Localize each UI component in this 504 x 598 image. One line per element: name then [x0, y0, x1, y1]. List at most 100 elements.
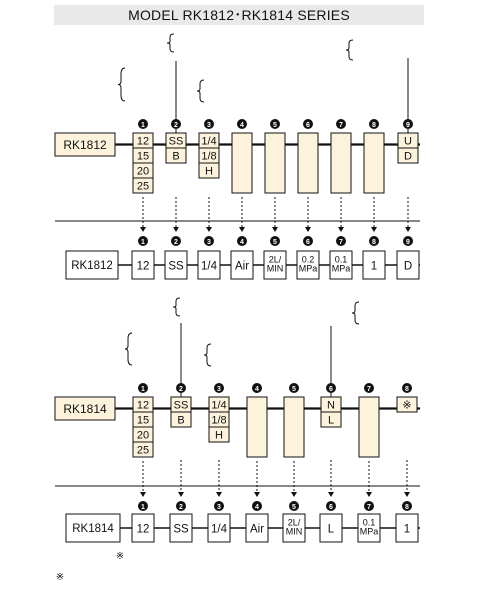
option-value: SS: [174, 400, 189, 412]
empty-option-slot: [283, 396, 305, 458]
svg-text:8: 8: [405, 386, 409, 393]
selector-column-3: 1/41/8H: [198, 132, 220, 179]
dashed-arrow: [178, 460, 184, 497]
svg-text:5: 5: [273, 239, 277, 246]
selection-brace: [345, 39, 354, 61]
selector-column-5: [283, 396, 305, 458]
empty-option-slot: [297, 132, 319, 194]
example-value: 1: [404, 524, 410, 536]
svg-text:7: 7: [367, 504, 371, 511]
option-cell: [396, 396, 418, 413]
selector-column-6: [297, 132, 319, 194]
option-cell: [198, 162, 220, 179]
option-value: 25: [137, 181, 149, 193]
svg-text:8: 8: [405, 504, 409, 511]
option-cell: [397, 147, 419, 164]
svg-text:7: 7: [339, 239, 343, 246]
step-number-8: 8: [402, 383, 412, 393]
option-value: 12: [137, 136, 149, 148]
selector-column-4: [231, 132, 253, 194]
example-value-box: [396, 250, 420, 280]
dashed-arrow: [305, 197, 311, 232]
option-value: 15: [137, 415, 149, 427]
dashed-arrow: [328, 460, 334, 497]
example-step-number-3: 3: [214, 501, 224, 511]
empty-option-slot: [330, 132, 352, 194]
svg-text:2: 2: [179, 504, 183, 511]
example-value: SS: [173, 524, 189, 536]
example-step-number-7: 7: [364, 501, 374, 511]
example-value: 12: [137, 261, 150, 273]
option-value: 1/4: [201, 136, 216, 148]
example-value-box: [131, 513, 155, 543]
option-value: 15: [137, 151, 149, 163]
example-step-number-8: 8: [369, 236, 379, 246]
example-value: 2L/MIN: [267, 255, 284, 274]
note-mark: ※: [56, 572, 64, 583]
example-value-box: [395, 513, 419, 543]
example-value: 1: [371, 261, 377, 273]
example-step-number-4: 4: [237, 236, 247, 246]
example-step-number-6: 6: [303, 236, 313, 246]
step-number-4: 4: [237, 119, 247, 129]
example-value-box: [207, 513, 231, 543]
dashed-arrow: [140, 197, 146, 232]
svg-text:6: 6: [306, 239, 310, 246]
example-value-box: [263, 250, 287, 280]
step-number-4: 4: [252, 383, 262, 393]
option-value: B: [172, 151, 179, 163]
svg-text:6: 6: [329, 504, 333, 511]
example-value: 2L/MIN: [286, 518, 303, 537]
option-value: D: [404, 151, 412, 163]
svg-text:4: 4: [240, 122, 244, 129]
example-value: 1/4: [201, 261, 218, 273]
selector-column-2: SS B: [165, 132, 187, 164]
selection-brace: [172, 297, 181, 317]
step-number-6: 6: [303, 119, 313, 129]
option-value: 20: [137, 166, 149, 178]
svg-text:8: 8: [372, 122, 376, 129]
option-cell: [132, 441, 154, 458]
svg-text:5: 5: [292, 386, 296, 393]
example-value-box: [164, 250, 188, 280]
dashed-arrow: [254, 461, 260, 497]
selector-column-6: NL: [320, 396, 342, 428]
svg-text:7: 7: [339, 122, 343, 129]
step-number-5: 5: [289, 383, 299, 393]
svg-text:2: 2: [174, 122, 178, 129]
dashed-arrow: [216, 460, 222, 497]
svg-text:3: 3: [207, 239, 211, 246]
example-value-box: [169, 513, 193, 543]
selector-column-7: [358, 396, 380, 458]
example-model-label: RK1812: [71, 260, 113, 272]
svg-text:3: 3: [207, 122, 211, 129]
dashed-arrow: [404, 460, 410, 497]
example-model-box: [65, 513, 121, 543]
dashed-arrow: [338, 197, 344, 232]
step-number-1: 1: [138, 383, 148, 393]
step-number-6: 6: [326, 383, 336, 393]
selector-column-5: [264, 132, 286, 194]
example-value: D: [404, 261, 412, 273]
example-value: 1/4: [211, 524, 228, 536]
selector-column-4: [246, 396, 268, 458]
svg-text:3: 3: [217, 386, 221, 393]
example-value-box: [282, 513, 306, 543]
step-number-2: 2: [171, 119, 181, 129]
option-cell: [132, 177, 154, 194]
option-cell: [208, 426, 230, 443]
svg-text:1: 1: [141, 386, 145, 393]
option-value: B: [177, 415, 184, 427]
svg-text:5: 5: [273, 122, 277, 129]
option-value: 12: [137, 400, 149, 412]
option-value: SS: [169, 136, 184, 148]
empty-option-slot: [264, 132, 286, 194]
step-number-9: 9: [403, 119, 413, 129]
selection-brace: [351, 301, 360, 325]
example-step-number-1: 1: [138, 236, 148, 246]
svg-text:1: 1: [141, 504, 145, 511]
